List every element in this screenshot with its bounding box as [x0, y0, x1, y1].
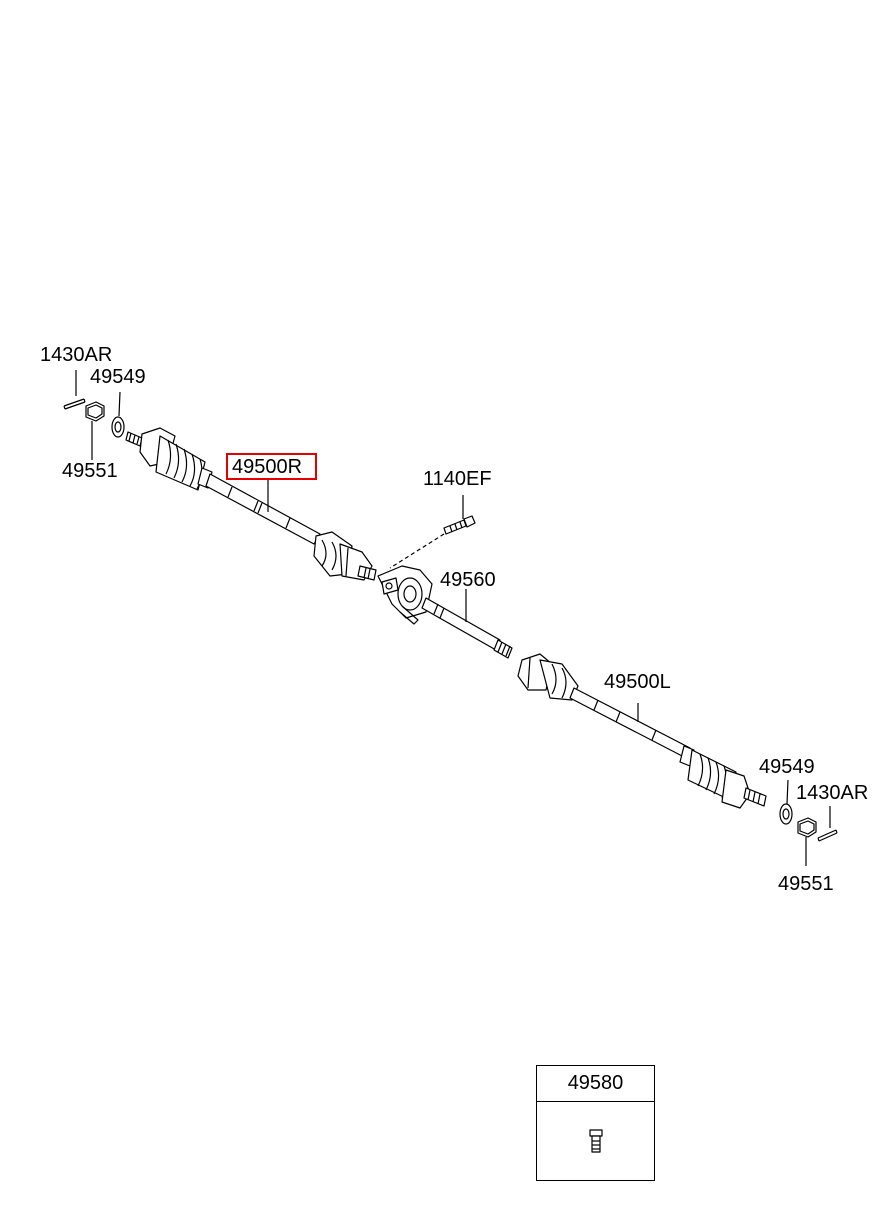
drive-shaft-left-49500L[interactable]	[517, 653, 767, 809]
label-49549-left[interactable]: 49549	[90, 366, 146, 388]
hub-nut-right[interactable]	[797, 817, 817, 866]
label-1430AR-left[interactable]: 1430AR	[40, 344, 113, 366]
washer-left[interactable]	[111, 391, 125, 438]
cotter-pin-right[interactable]	[817, 806, 838, 842]
label-49500R[interactable]: 49500R	[232, 456, 303, 478]
washer-right[interactable]	[779, 779, 793, 825]
label-49580: 49580	[567, 1072, 624, 1094]
intermediate-shaft-49560[interactable]	[377, 565, 513, 659]
label-49551-right[interactable]: 49551	[778, 873, 834, 895]
bolt-49580-icon	[589, 1129, 603, 1153]
label-1140EF[interactable]: 1140EF	[423, 468, 492, 490]
drive-shaft-right-49500R[interactable]	[125, 427, 377, 581]
inset-box-49580[interactable]: 49580	[536, 1065, 655, 1181]
hub-nut-left[interactable]	[85, 401, 105, 460]
label-49560[interactable]: 49560	[440, 569, 496, 591]
cotter-pin-left[interactable]	[63, 370, 86, 410]
bolt-1140EF[interactable]	[389, 495, 476, 569]
highlight-box-49500R	[226, 453, 317, 480]
label-49549-right[interactable]: 49549	[759, 756, 815, 778]
label-1430AR-right[interactable]: 1430AR	[796, 782, 869, 804]
label-49500L[interactable]: 49500L	[604, 671, 671, 693]
inset-divider	[537, 1101, 654, 1102]
label-49551-left[interactable]: 49551	[62, 460, 118, 482]
